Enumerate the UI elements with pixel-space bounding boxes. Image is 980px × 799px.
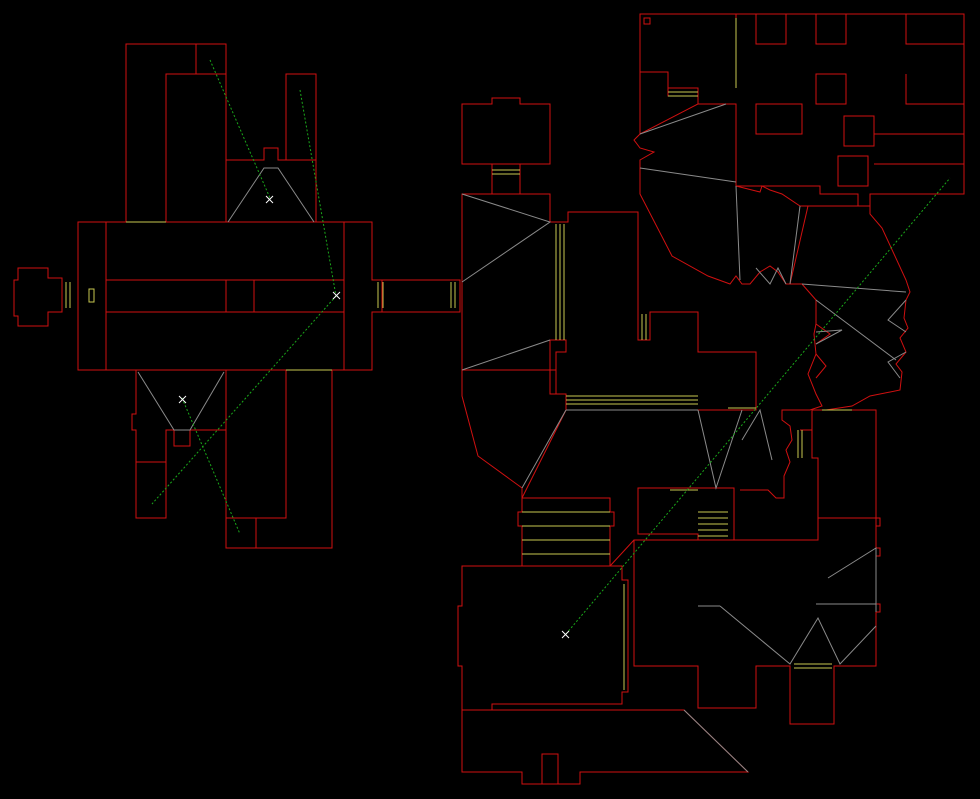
central-steps — [492, 169, 698, 690]
map-markers — [178, 195, 570, 639]
marker-central-hall[interactable] — [332, 291, 341, 300]
central-floor-edges — [461, 193, 749, 773]
marker-southwest-room[interactable] — [561, 630, 570, 639]
teleport-lines — [151, 59, 951, 635]
marker-southwest-wing[interactable] — [178, 395, 187, 404]
west-complex — [13, 43, 461, 549]
west-steps — [65, 221, 456, 371]
east-steps — [668, 18, 852, 669]
east-floor-edges — [639, 103, 907, 665]
west-floor-edges — [137, 167, 315, 431]
marker-north-stair[interactable] — [265, 195, 274, 204]
